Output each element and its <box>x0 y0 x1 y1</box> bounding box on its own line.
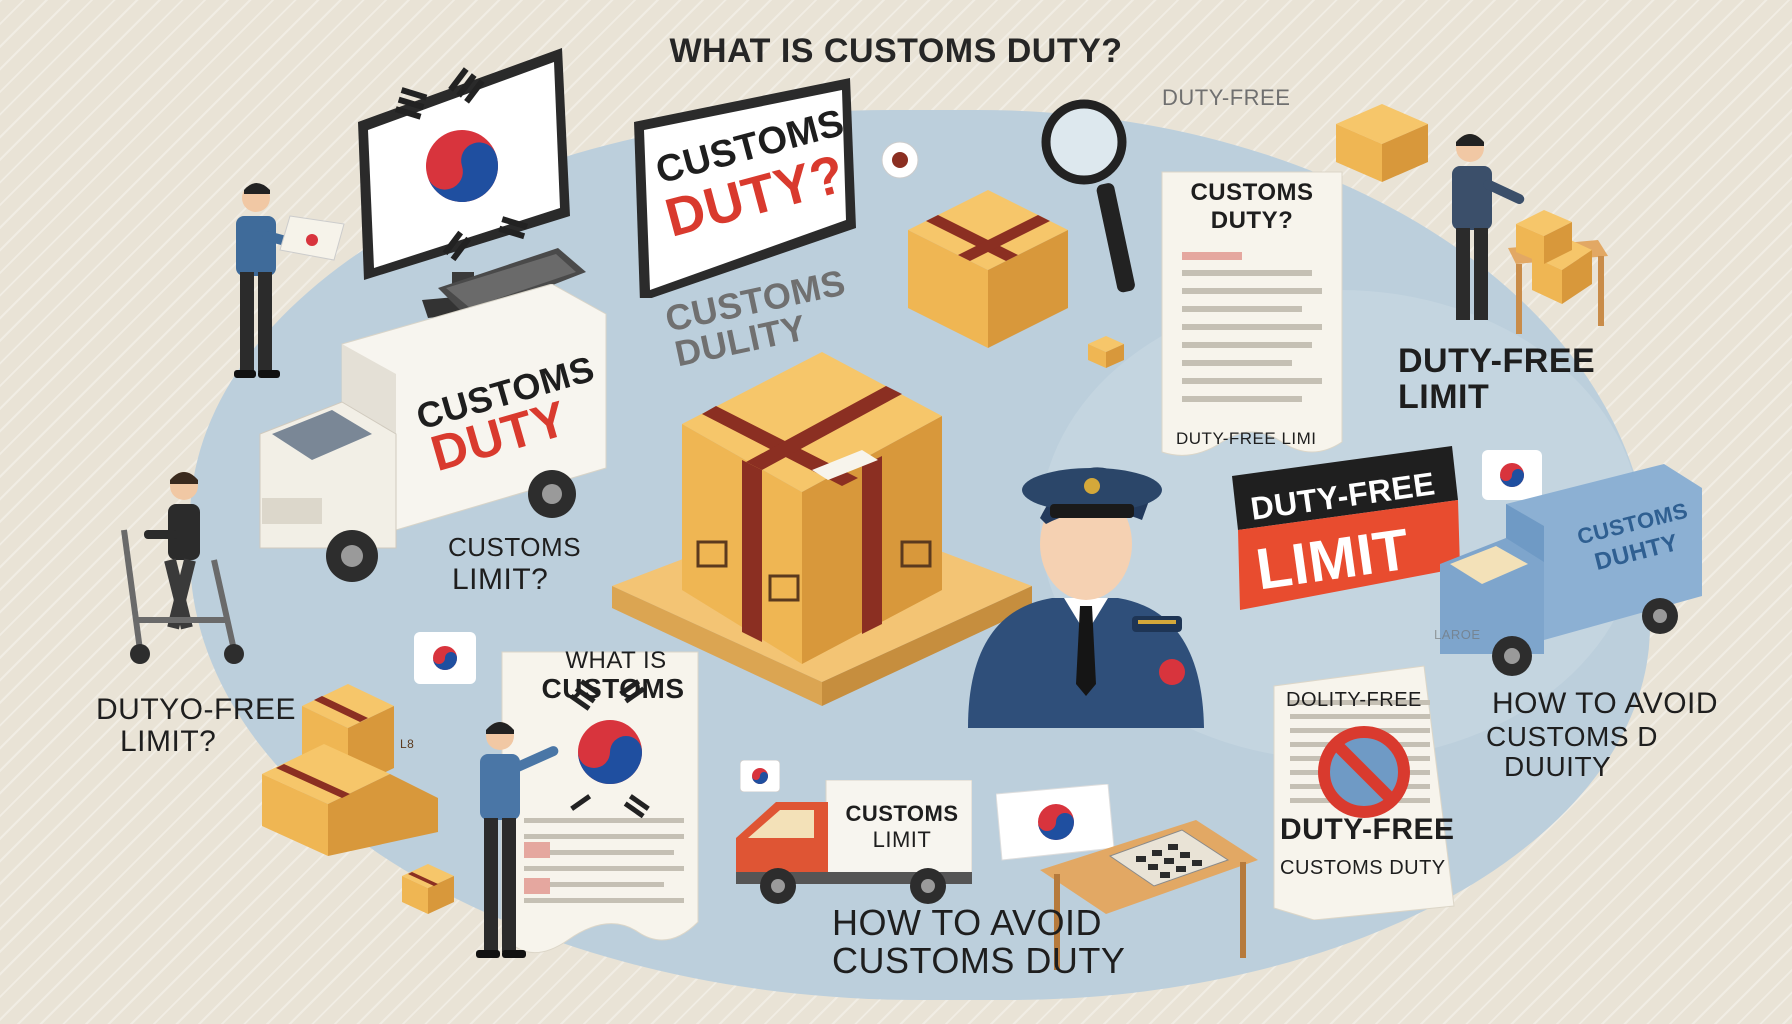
ghost-label: LAROE <box>1434 627 1481 642</box>
customs-officer-icon <box>966 444 1206 734</box>
person-icon <box>1412 132 1612 342</box>
label-limit-right: LIMIT <box>1398 378 1490 416</box>
person-icon <box>460 720 570 970</box>
label-limit-left: LIMIT? <box>120 725 217 758</box>
parcel-box-icon <box>262 672 442 858</box>
parcel-box-icon <box>1086 334 1126 370</box>
label-how-to-avoid-right: HOW TO AVOID <box>1492 687 1719 720</box>
flag-icon <box>414 632 476 684</box>
parcel-box-icon <box>398 862 458 916</box>
label-duty-free-right: DUTY-FREE <box>1398 342 1596 380</box>
doc-right-customs-duty: CUSTOMS DUTY <box>1280 857 1446 879</box>
person-icon <box>214 180 354 400</box>
truck-small-label-limit: LIMIT <box>872 827 932 852</box>
person-icon <box>104 470 254 670</box>
truck-icon <box>252 284 612 594</box>
monitor-icon <box>352 42 592 342</box>
document-icon <box>1148 166 1358 466</box>
flag-icon <box>394 67 528 262</box>
prohibited-icon <box>1312 722 1416 822</box>
keyboard-icon <box>438 248 588 338</box>
label-duuity-right: DUUITY <box>1504 751 1612 782</box>
parcel-box-icon <box>1332 104 1432 184</box>
document-title-duty: DUTY? <box>1210 207 1294 234</box>
flag-icon <box>1482 450 1542 500</box>
document-title-customs: CUSTOMS <box>1190 179 1314 206</box>
truck-icon <box>736 780 972 910</box>
doc-right-duty-free: DUTY-FREE <box>1280 813 1455 846</box>
truck-small-label-customs: CUSTOMS <box>845 801 959 826</box>
customs-duty-sign <box>628 78 868 298</box>
label-duty-free-small: DUTY-FREE <box>1162 85 1291 110</box>
parcel-box-icon <box>612 352 1032 722</box>
parcel-box-icon <box>898 190 1078 350</box>
label-how-to-avoid: HOW TO AVOID <box>832 902 1103 943</box>
magnifier-icon <box>1034 92 1154 312</box>
label-dutyo-free: DUTYO-FREE <box>96 693 296 726</box>
label-customs-duty: CUSTOMS DUTY <box>832 940 1126 981</box>
label-limit-q: LIMIT? <box>452 563 549 596</box>
flag-icon <box>996 784 1116 862</box>
flag-icon <box>880 140 920 180</box>
duty-free-limit-banner <box>1232 446 1462 626</box>
calculator-icon <box>1040 800 1260 970</box>
document-footer: DUTY-FREE LIMI <box>1176 429 1317 448</box>
document-icon <box>500 642 710 958</box>
poster-label-what-is: WHAT IS <box>565 647 667 674</box>
doc-right-header: DOLITY-FREE <box>1286 689 1422 711</box>
label-customs-d-right: CUSTOMS D <box>1486 721 1658 752</box>
truck-icon <box>1440 464 1710 680</box>
page-title: WHAT IS CUSTOMS DUTY? <box>669 32 1123 70</box>
flag-icon <box>740 760 780 792</box>
label-customs-limit-q: CUSTOMS <box>448 532 582 562</box>
poster-label-customs: CUSTOMS <box>541 673 685 704</box>
parcel-mark: L8 <box>400 737 415 751</box>
